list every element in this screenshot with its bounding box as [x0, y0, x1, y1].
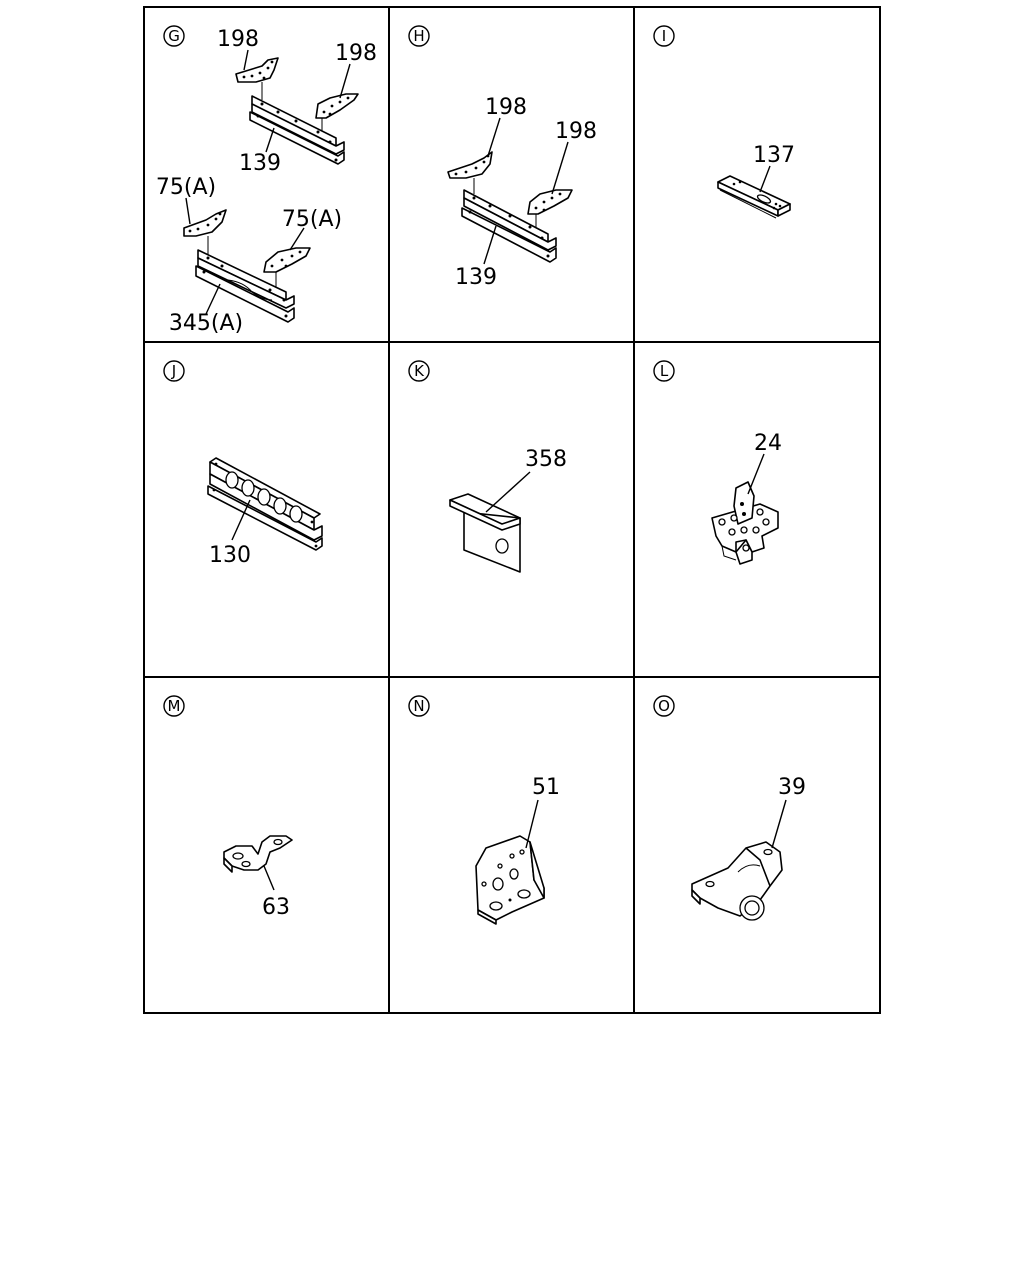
svg-text:K: K: [414, 362, 425, 380]
bracket-39: [691, 841, 783, 921]
panel-marker-l: L: [653, 360, 675, 382]
svg-text:G: G: [168, 27, 180, 45]
svg-text:H: H: [413, 27, 424, 45]
panel-marker-n: N: [408, 695, 430, 717]
gusset-plate-75a-left: [183, 209, 227, 237]
callout-label: 198: [335, 41, 377, 66]
panel-marker-m: M: [163, 695, 185, 717]
svg-text:N: N: [413, 697, 424, 715]
bracket-51: [475, 835, 545, 925]
panel-j: 130: [207, 457, 323, 568]
callout-label: 137: [753, 143, 795, 168]
callout-label: 75(A): [282, 207, 342, 232]
panel-marker-g: G: [163, 25, 185, 47]
panel-i: 137: [717, 143, 795, 219]
svg-text:M: M: [168, 697, 181, 715]
gusset-plate-75a-right: [263, 247, 311, 273]
callout-label: 24: [754, 431, 782, 456]
panel-n: 51: [475, 775, 560, 925]
panel-l: 24: [711, 431, 782, 565]
panel-markers: G H I J K L M N O: [163, 25, 675, 717]
callout-label: 51: [532, 775, 560, 800]
gusset-plate-198-h-right: [527, 189, 573, 215]
crossmember-139-g: [249, 95, 345, 165]
callout-label: 198: [217, 27, 259, 52]
callout-label: 139: [455, 265, 497, 290]
panel-marker-i: I: [653, 25, 675, 47]
crossmember-345a-g: [195, 249, 295, 323]
callout-label: 198: [485, 95, 527, 120]
panel-marker-j: J: [163, 360, 185, 382]
grid-frame: [143, 6, 881, 1014]
panel-g: 198 198 139 75(A) 75(A) 345(A): [156, 27, 377, 336]
panel-h: 198 198 139: [447, 95, 597, 290]
callout-label: 75(A): [156, 175, 216, 200]
callout-label: 39: [778, 775, 806, 800]
bracket-358: [449, 493, 521, 573]
bracket-24: [711, 481, 779, 565]
callout-label: 139: [239, 151, 281, 176]
callout-label: 198: [555, 119, 597, 144]
svg-text:L: L: [660, 362, 669, 380]
svg-text:J: J: [171, 362, 176, 380]
callout-label: 358: [525, 447, 567, 472]
panel-marker-h: H: [408, 25, 430, 47]
panel-marker-o: O: [653, 695, 675, 717]
bracket-137: [717, 175, 791, 219]
panel-m: 63: [223, 835, 293, 920]
callout-label: 345(A): [169, 311, 243, 336]
panel-k: 358: [449, 447, 567, 573]
crossmember-139-h: [461, 189, 557, 263]
rail-130: [207, 457, 323, 551]
panel-o: 39: [691, 775, 806, 921]
gusset-plate-198-left: [235, 57, 279, 83]
svg-text:I: I: [662, 27, 666, 45]
gusset-plate-198-right: [315, 93, 359, 119]
svg-text:O: O: [658, 697, 670, 715]
callout-label: 63: [262, 895, 290, 920]
callout-label: 130: [209, 543, 251, 568]
bracket-63: [223, 835, 293, 873]
panel-marker-k: K: [408, 360, 430, 382]
gusset-plate-198-h-left: [447, 151, 493, 179]
